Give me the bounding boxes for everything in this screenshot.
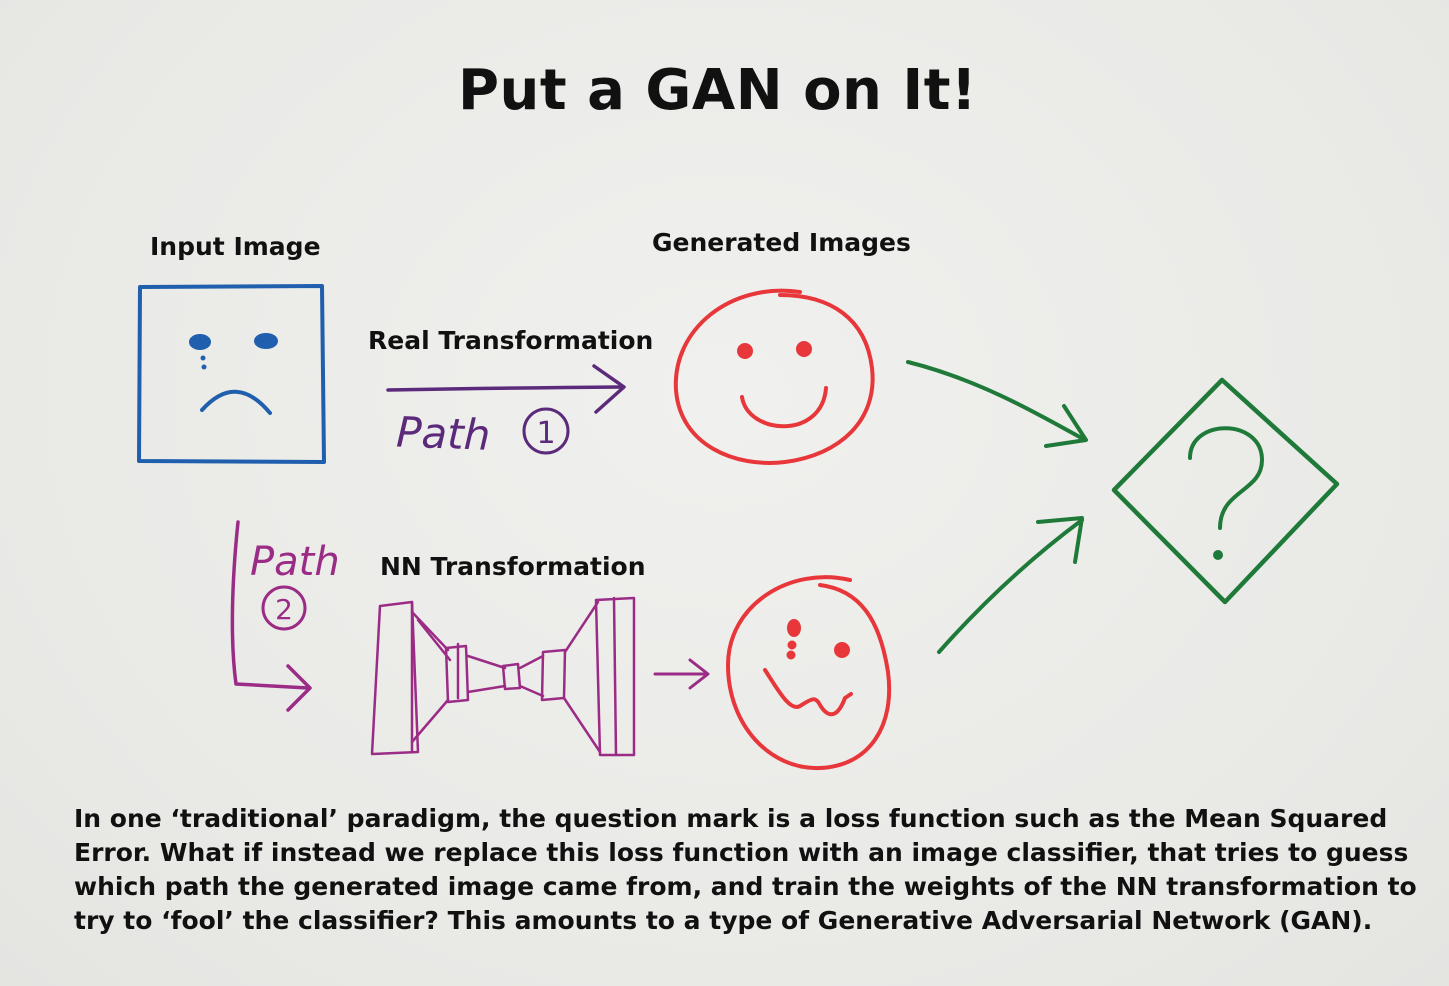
wobbly-tear-2 — [786, 650, 796, 660]
path-1-number-circle — [522, 407, 570, 455]
wobbly-tear-1 — [787, 640, 797, 650]
nn-network-sketch — [370, 596, 636, 757]
input-image-frame — [137, 284, 326, 464]
generated-happy-face — [673, 288, 875, 465]
happy-smile — [740, 386, 828, 429]
classifier-diamond — [1111, 377, 1340, 605]
happy-right-eye — [796, 341, 812, 357]
nn-transformation-label: NN Transformation — [380, 552, 646, 581]
input-tear-1 — [200, 355, 206, 361]
input-left-eye — [189, 334, 211, 350]
happy-left-eye — [737, 343, 753, 359]
green-arrow-top — [906, 360, 1088, 448]
input-frown — [200, 389, 272, 415]
input-right-eye — [254, 333, 278, 349]
real-transformation-label: Real Transformation — [368, 326, 654, 355]
path-1-number: 1 — [536, 416, 555, 451]
input-image-sad-face — [137, 284, 326, 464]
wobbly-mouth — [763, 668, 853, 717]
input-image-label: Input Image — [150, 232, 321, 261]
slide-title: Put a GAN on It! — [457, 58, 978, 123]
path-2-label: Path — [250, 539, 340, 585]
question-mark-dot — [1213, 550, 1223, 560]
generated-wobbly-face — [725, 575, 892, 771]
wobbly-left-eye — [787, 619, 801, 637]
nn-output-arrow — [653, 658, 710, 690]
path-1-arrow — [386, 364, 626, 414]
path-1-label: Path — [395, 407, 491, 459]
path-2-arrow — [230, 520, 312, 712]
path-2-number-circle — [261, 585, 307, 631]
path-2-number: 2 — [275, 593, 293, 626]
wobbly-right-eye — [834, 642, 850, 658]
green-arrow-bottom — [937, 516, 1084, 654]
question-mark-curve — [1188, 426, 1265, 530]
input-tear-2 — [201, 364, 207, 370]
generated-images-label: Generated Images — [652, 228, 911, 257]
caption-text: In one ‘traditional’ paradigm, the quest… — [74, 804, 1417, 935]
